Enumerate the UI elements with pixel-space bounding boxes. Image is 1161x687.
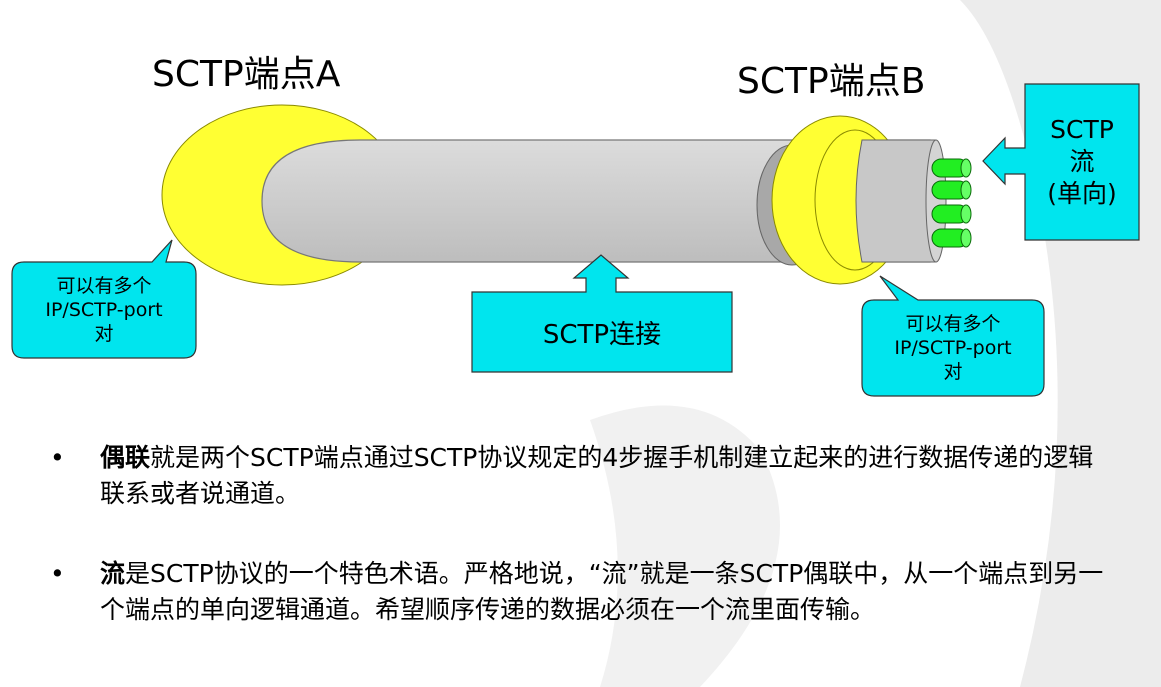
callout-stream-text: SCTP 流 (单向) xyxy=(1047,115,1117,208)
bullet-text: 是SCTP协议的一个特色术语。严格地说，“流”就是一条SCTP偶联中，从一个端点… xyxy=(100,559,1104,624)
callout-b-shape xyxy=(861,275,1045,397)
callout-connection-text: SCTP连接 xyxy=(542,319,662,350)
callout-connection-shape xyxy=(471,254,733,373)
stream-tube xyxy=(931,204,972,224)
bullet-marker: • xyxy=(50,559,65,588)
endpoint-a-label: SCTP端点A xyxy=(152,54,341,95)
stream-tubes xyxy=(931,158,972,248)
stream-tube xyxy=(931,180,972,200)
callout-right-text: 可以有多个 IP/SCTP-port 对 xyxy=(894,313,1012,383)
bullet-item-association: • 偶联就是两个SCTP端点通过SCTP协议规定的4步握手机制建立起来的进行数据… xyxy=(50,440,1110,512)
bullet-item-stream: • 流是SCTP协议的一个特色术语。严格地说，“流”就是一条SCTP偶联中，从一… xyxy=(50,556,1110,628)
callout-left-text: 可以有多个 IP/SCTP-port 对 xyxy=(45,275,163,345)
bullet-text: 就是两个SCTP端点通过SCTP协议规定的4步握手机制建立起来的进行数据传递的逻… xyxy=(100,443,1094,508)
bullet-term: 偶联 xyxy=(100,443,151,472)
stream-tube xyxy=(931,158,972,178)
callout-stream-shape xyxy=(982,83,1140,241)
callout-a-shape xyxy=(11,239,197,359)
stream-tube xyxy=(931,228,972,248)
bullet-marker: • xyxy=(50,443,65,472)
bullet-list: • 偶联就是两个SCTP端点通过SCTP协议规定的4步握手机制建立起来的进行数据… xyxy=(50,440,1110,672)
bullet-term: 流 xyxy=(100,559,126,588)
endpoint-b-label: SCTP端点B xyxy=(737,61,926,102)
